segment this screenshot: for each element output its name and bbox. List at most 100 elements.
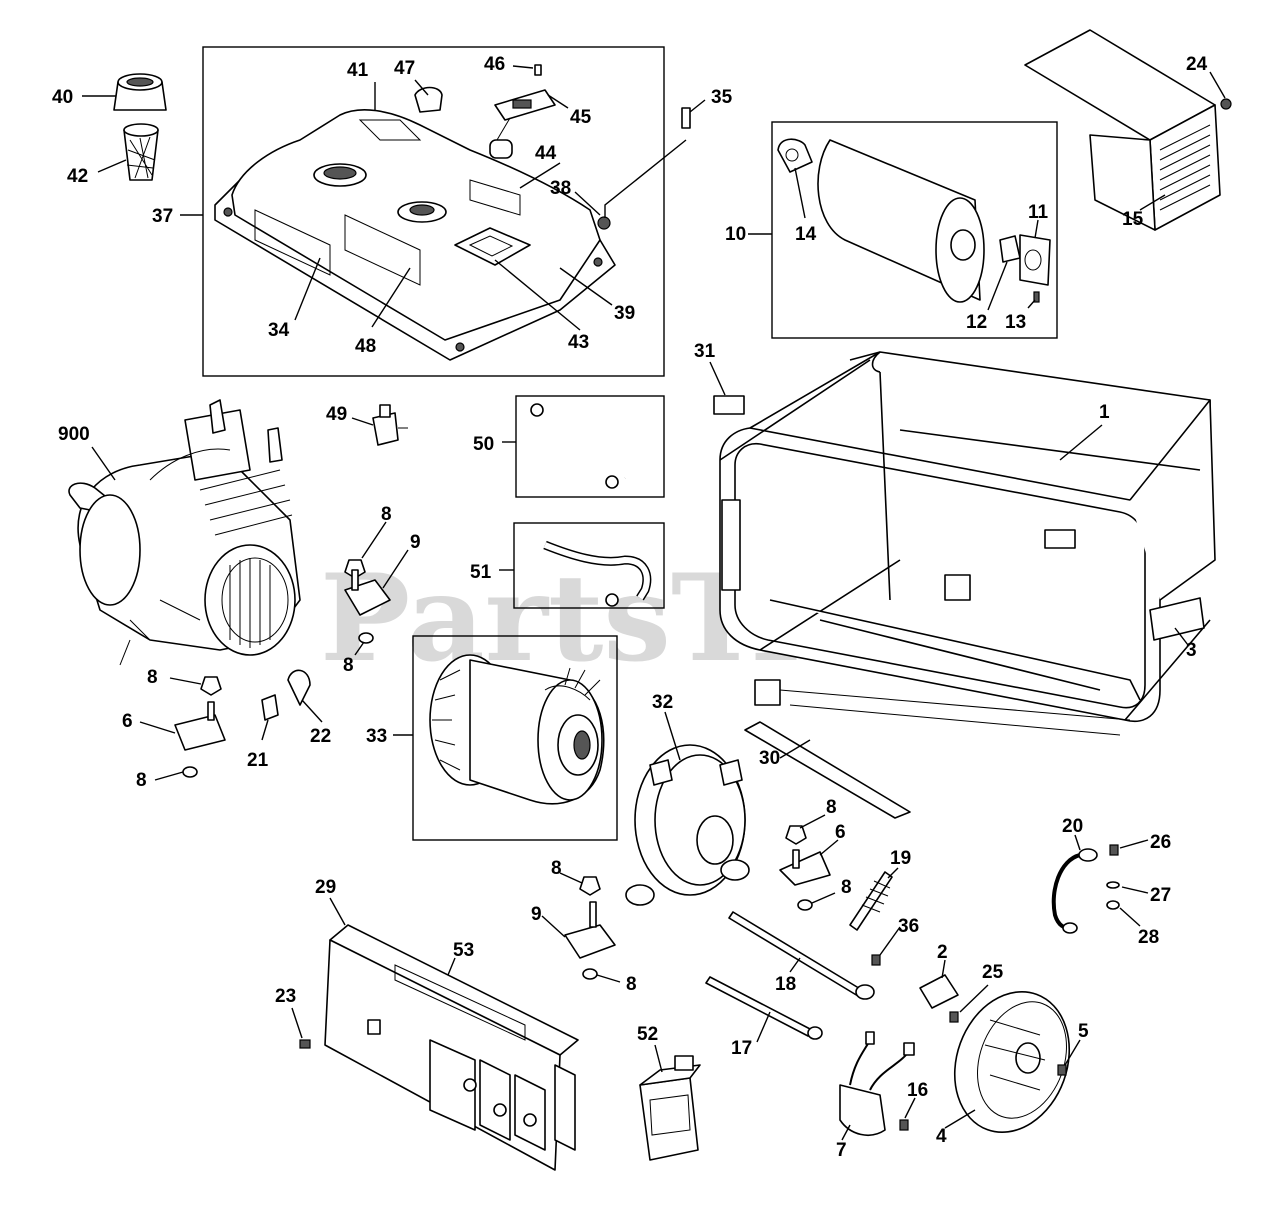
- callout-24: 24: [1186, 54, 1208, 75]
- callout-2: 2: [937, 942, 948, 963]
- callout-18: 18: [775, 974, 796, 995]
- outlet-a: [429, 1039, 476, 1131]
- vent-hose-group: [499, 522, 665, 609]
- callout-52: 52: [637, 1024, 658, 1045]
- callout-11: 11: [1028, 202, 1049, 223]
- callout-19: 19: [890, 848, 911, 869]
- callout-8-right-bottom: 8: [841, 877, 852, 898]
- callout-21: 21: [247, 750, 269, 771]
- callout-8-center-bottom: 8: [626, 974, 637, 995]
- screw-23: [299, 1039, 311, 1049]
- callout-41: 41: [347, 60, 369, 81]
- rectifier-2: [919, 974, 959, 1009]
- callout-49: 49: [326, 404, 347, 425]
- tank-washer: [597, 216, 611, 230]
- nut-8-d: [182, 766, 198, 778]
- rubber-mount-9-b: [564, 924, 616, 959]
- callout-47: 47: [394, 58, 415, 79]
- rubber-mount-6-b: [779, 851, 831, 886]
- fuel-valve-group: [351, 404, 408, 446]
- callout-27: 27: [1150, 885, 1171, 906]
- callout-8-left-top: 8: [147, 667, 158, 688]
- nut-8-f: [582, 968, 598, 980]
- muffler-box: [771, 121, 1058, 339]
- callout-16: 16: [907, 1080, 928, 1101]
- nut-8-a: [344, 559, 366, 579]
- panel-switch: [367, 1019, 381, 1035]
- muffler-screw: [1033, 291, 1040, 303]
- callout-34: 34: [268, 320, 290, 341]
- fuel-tank-box: [202, 46, 665, 377]
- callout-8-left-bottom: 8: [136, 770, 147, 791]
- frame-top-rail: [719, 351, 881, 461]
- callout-15: 15: [1122, 209, 1144, 230]
- end-bracket-group: [625, 711, 750, 906]
- fuel-cap-group: [82, 73, 167, 181]
- spark-arrestor: [999, 235, 1021, 263]
- end-cover-group: [899, 990, 1081, 1134]
- fuel-line-group: [502, 395, 665, 498]
- brush-assembly-19: [849, 871, 893, 931]
- callout-33: 33: [366, 726, 387, 747]
- callout-23: 23: [275, 986, 296, 1007]
- voltage-regulator: [839, 1084, 886, 1136]
- callout-44: 44: [535, 143, 557, 164]
- callout-43: 43: [568, 332, 589, 353]
- screw-36: [871, 954, 881, 966]
- rear-end-cover: [953, 990, 1071, 1134]
- rubber-mount-6-a: [174, 714, 226, 751]
- callout-37: 37: [152, 206, 173, 227]
- callout-29: 29: [315, 877, 336, 898]
- muffler-gasket: [777, 138, 813, 173]
- callout-5: 5: [1078, 1021, 1089, 1042]
- heat-shield-group: [1024, 29, 1232, 231]
- outlet-c: [514, 1074, 546, 1151]
- nut-8-g: [785, 825, 807, 845]
- tank-bolt: [681, 107, 691, 129]
- nut-8-b: [358, 632, 374, 644]
- vent-hose-box: [513, 522, 665, 609]
- screw-16: [899, 1119, 909, 1131]
- callout-20: 20: [1062, 816, 1083, 837]
- fuel-tank-group: [180, 46, 706, 377]
- screw-5: [1057, 1064, 1067, 1076]
- callout-1: 1: [1099, 402, 1110, 423]
- callout-6-left: 6: [122, 711, 133, 732]
- callout-51: 51: [470, 562, 492, 583]
- rubber-strip-30: [744, 721, 911, 819]
- callout-8-upper: 8: [381, 504, 392, 525]
- callout-36: 36: [898, 916, 919, 937]
- hose-clamp: [530, 403, 544, 417]
- callout-40: 40: [52, 87, 73, 108]
- screw-26: [1109, 844, 1119, 856]
- tank-vent-cap: [414, 86, 443, 113]
- screw-25: [949, 1011, 959, 1023]
- ground-wire: [1051, 853, 1081, 930]
- control-panel-group: [291, 897, 579, 1171]
- callout-10: 10: [725, 224, 746, 245]
- callout-28: 28: [1138, 927, 1159, 948]
- callout-38: 38: [550, 178, 571, 199]
- ground-wire-group: [1051, 834, 1149, 934]
- callout-7: 7: [836, 1140, 847, 1161]
- oil-bottle-group: [639, 1044, 701, 1161]
- callout-53: 53: [453, 940, 474, 961]
- callout-8-mid: 8: [343, 655, 354, 676]
- engine-group: [68, 399, 301, 666]
- callout-6-right: 6: [835, 822, 846, 843]
- mounts-group: [139, 521, 839, 983]
- nut-28: [1106, 900, 1120, 910]
- callout-9-upper: 9: [410, 532, 421, 553]
- bolts-group: [705, 867, 901, 1043]
- callout-17: 17: [731, 1038, 752, 1059]
- nut-8-h: [797, 899, 813, 911]
- part-22: [287, 669, 311, 706]
- callout-3: 3: [1186, 640, 1197, 661]
- heat-shield-screw: [1220, 98, 1232, 110]
- callout-42: 42: [67, 166, 88, 187]
- fuel-gauge-seat: [454, 227, 531, 266]
- callout-labels: 1 2 3 4 5 6 6 7 8 8 8 8 8 8 8 8 9 9 10 1…: [52, 54, 1208, 1161]
- fuel-line-box: [515, 395, 665, 498]
